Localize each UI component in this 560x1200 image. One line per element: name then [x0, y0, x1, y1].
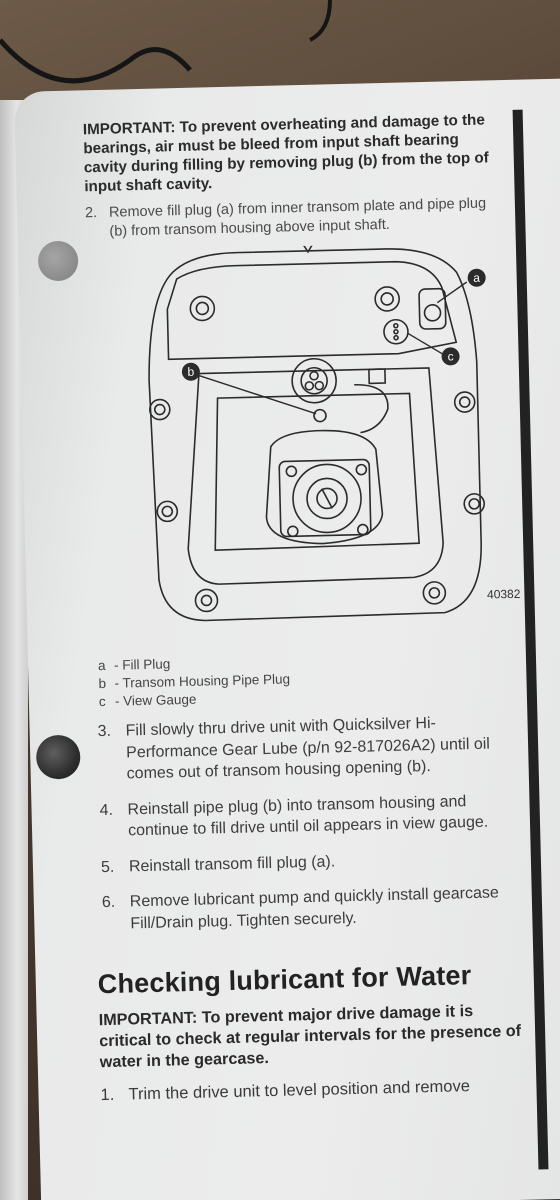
figure-number: 40382: [486, 586, 521, 602]
binder-hole-top: [37, 240, 79, 282]
section-step-1: 1. Trim the drive unit to level position…: [100, 1075, 526, 1106]
callout-c: c: [447, 349, 453, 363]
important-note: IMPORTANT: To prevent overheating and da…: [83, 110, 505, 196]
legend-key: a: [97, 657, 106, 674]
step-text: Trim the drive unit to level position an…: [128, 1077, 471, 1104]
legend-label: - View Gauge: [114, 691, 197, 709]
view-gauge-c: [383, 318, 409, 345]
input-shaft: [291, 357, 337, 404]
important-label: IMPORTANT:: [98, 1008, 198, 1030]
transom-diagram: a c b 40382: [136, 241, 521, 650]
manual-page: IMPORTANT: To prevent overheating and da…: [14, 78, 560, 1200]
figure-legend: a - Fill Plug b - Transom Housing Pipe P…: [98, 647, 517, 711]
housing-outline: [148, 248, 482, 622]
inner-frame: [187, 367, 444, 585]
legend-key: c: [98, 693, 106, 710]
transom-drawing: a c b: [148, 242, 486, 622]
step-number: 6.: [101, 893, 116, 912]
step-number: 1.: [100, 1085, 115, 1105]
step-text: Reinstall pipe plug (b) into transom hou…: [127, 792, 489, 840]
step-5: 5. Reinstall transom fill plug (a).: [101, 846, 521, 878]
step-number: 5.: [100, 858, 115, 876]
callouts: a c b: [181, 268, 486, 381]
bolts: [149, 286, 486, 613]
gimbal-housing: [265, 429, 384, 545]
step-2: 2. Remove fill plug (a) from inner trans…: [85, 194, 506, 241]
legend-label: - Fill Plug: [113, 656, 171, 673]
pipe-plug-b: [313, 408, 327, 423]
step-text: Remove fill plug (a) from inner transom …: [108, 195, 487, 240]
important-label: IMPORTANT:: [82, 119, 176, 139]
cable-background: [0, 0, 332, 84]
step-text: Remove lubricant pump and quickly instal…: [129, 884, 499, 932]
legend-key: b: [98, 675, 107, 692]
step-number: 3.: [97, 722, 112, 741]
fill-plug-a: [418, 287, 447, 330]
top-plate: [166, 260, 458, 361]
page-content: IMPORTANT: To prevent overheating and da…: [83, 110, 527, 1116]
step-3: 3. Fill slowly thru drive unit with Quic…: [97, 711, 518, 786]
section-important-note: IMPORTANT: To prevent major drive damage…: [98, 1000, 525, 1073]
callout-b: b: [187, 365, 194, 379]
callout-a: a: [473, 271, 480, 285]
step-number: 4.: [99, 801, 114, 819]
step-4: 4. Reinstall pipe plug (b) into transom …: [99, 789, 520, 842]
section-title: Checking lubricant for Water: [97, 960, 472, 1000]
step-number: 2.: [84, 205, 98, 222]
binder-hole-middle: [35, 734, 81, 780]
instruction-steps: 3. Fill slowly thru drive unit with Quic…: [97, 711, 522, 935]
step-text: Fill slowly thru drive unit with Quicksi…: [125, 714, 491, 783]
step-6: 6. Remove lubricant pump and quickly ins…: [102, 882, 523, 935]
step-text: Reinstall transom fill plug (a).: [128, 852, 336, 875]
